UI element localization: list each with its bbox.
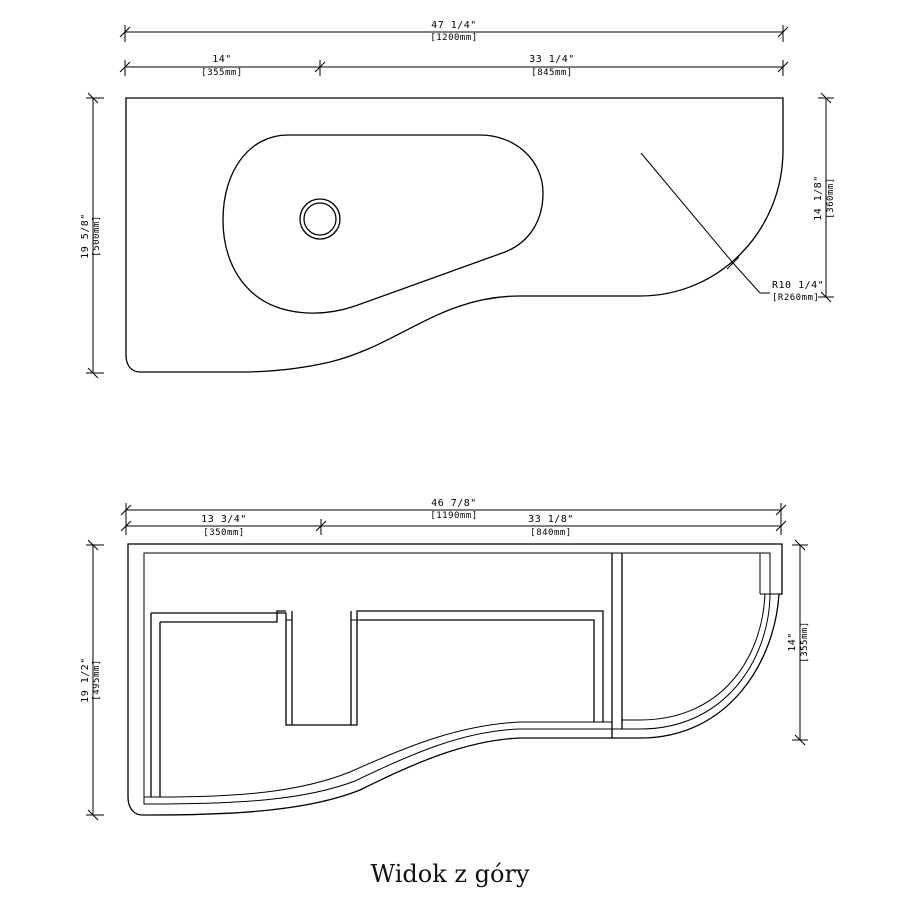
cabinet-view: 46 7/8" [1190mm] 13 3/4" [350mm] 33 1/8"…	[80, 498, 810, 821]
dimension-depth: 19 5/8" [500mm]	[80, 92, 104, 379]
countertop-view: 47 1/4" [1200mm] 14" [355mm] 33 1/4" [84…	[80, 20, 836, 379]
right-depth-label: 14 1/8"	[813, 175, 824, 221]
depth-label: 19 5/8"	[80, 213, 91, 259]
basin-outline	[222, 134, 544, 314]
cabinet-dimension-depth: 19 1/2" [495mm]	[80, 539, 104, 821]
drain-outer	[299, 198, 341, 240]
radius-mm-label: [R260mm]	[772, 293, 819, 303]
radius-label: R10 1/4"	[772, 280, 824, 291]
radius-callout: R10 1/4" [R260mm]	[640, 152, 824, 303]
depth-mm-label: [500mm]	[92, 215, 102, 256]
dimension-split-width: 14" [355mm] 33 1/4" [845mm]	[119, 54, 789, 78]
cabinet-overall-width-label: 46 7/8"	[431, 498, 477, 509]
cabinet-right-depth-label: 14"	[787, 632, 798, 652]
right-width-label: 33 1/4"	[529, 54, 575, 65]
drawing-caption: Widok z góry	[370, 860, 530, 888]
overall-width-mm-label: [1200mm]	[430, 33, 477, 43]
left-width-mm-label: [355mm]	[201, 68, 242, 78]
drain-inner	[303, 202, 337, 236]
cabinet-depth-label: 19 1/2"	[80, 657, 91, 703]
shelf-with-cutout	[150, 610, 604, 797]
cabinet-depth-mm-label: [495mm]	[92, 659, 102, 700]
cabinet-overall-width-mm-label: [1190mm]	[430, 511, 477, 521]
countertop-outline	[125, 97, 784, 373]
dimension-right-depth: 14 1/8" [360mm]	[813, 92, 836, 303]
cabinet-left-width-label: 13 3/4"	[201, 514, 247, 525]
cabinet-left-width-mm-label: [350mm]	[203, 528, 244, 538]
cabinet-dimension-split-width: 13 3/4" [350mm] 33 1/8" [840mm]	[120, 514, 787, 538]
cabinet-dimension-right-depth: 14" [355mm]	[787, 539, 810, 746]
dimension-overall-width: 47 1/4" [1200mm]	[119, 20, 789, 43]
cabinet-outer-outline	[127, 543, 783, 816]
cabinet-right-width-label: 33 1/8"	[528, 514, 574, 525]
overall-width-label: 47 1/4"	[431, 20, 477, 31]
right-depth-mm-label: [360mm]	[826, 177, 836, 218]
front-panel-inner	[144, 721, 612, 798]
cabinet-right-depth-mm-label: [355mm]	[800, 621, 810, 662]
cabinet-right-width-mm-label: [840mm]	[530, 528, 571, 538]
cabinet-inner-outline	[143, 552, 771, 805]
right-compartment-curve	[622, 593, 766, 721]
cabinet-dimension-overall-width: 46 7/8" [1190mm]	[120, 498, 787, 521]
left-width-label: 14"	[212, 54, 232, 65]
right-width-mm-label: [845mm]	[531, 68, 572, 78]
